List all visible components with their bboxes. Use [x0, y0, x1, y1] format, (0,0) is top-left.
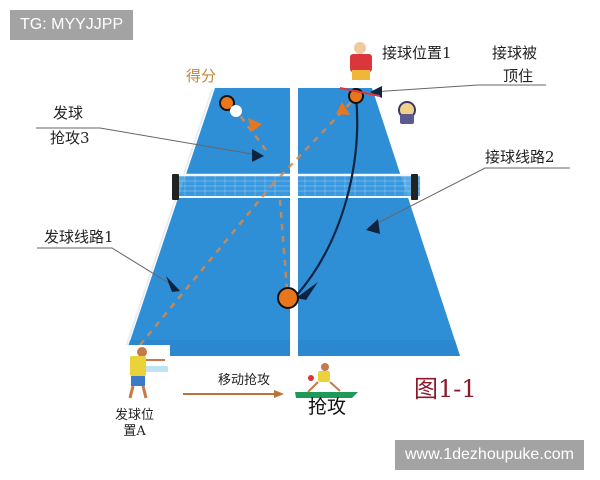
label-receive-blocked-line2: 顶住 [503, 67, 534, 85]
label-score: 得分 [186, 67, 217, 85]
label-receive-route-2: 接球线路2 [485, 148, 555, 166]
ball-attack [277, 287, 299, 309]
table-left-half [125, 88, 290, 356]
label-serve-position-line2: 置A [123, 424, 146, 439]
label-attack: 抢攻 [308, 396, 347, 418]
label-receive-blocked-line1: 接球被 [492, 44, 538, 62]
label-serve-attack-3-line1: 发球 [53, 104, 84, 122]
watermark-bottom: www.1dezhoupuke.com [395, 440, 584, 470]
watermark-top: TG: MYYJJPP [10, 10, 134, 40]
figure-label: 图1-1 [414, 375, 477, 403]
label-serve-attack-3-line2: 抢攻3 [50, 129, 90, 147]
ball-score [219, 95, 235, 111]
attack-figure [295, 363, 358, 398]
label-serve-position: 发球位 置A [115, 408, 154, 440]
label-receive-position-1: 接球位置1 [382, 44, 452, 62]
label-serve-route-1: 发球线路1 [44, 228, 114, 246]
serve-route-dashed [139, 94, 359, 346]
server-figure [115, 345, 170, 399]
label-serve-position-line1: 发球位 [115, 408, 155, 423]
blocked-figure [398, 101, 416, 124]
receive-route-curve [295, 95, 359, 297]
receiver-figure [339, 42, 381, 97]
label-move-attack: 移动抢攻 [218, 373, 271, 388]
